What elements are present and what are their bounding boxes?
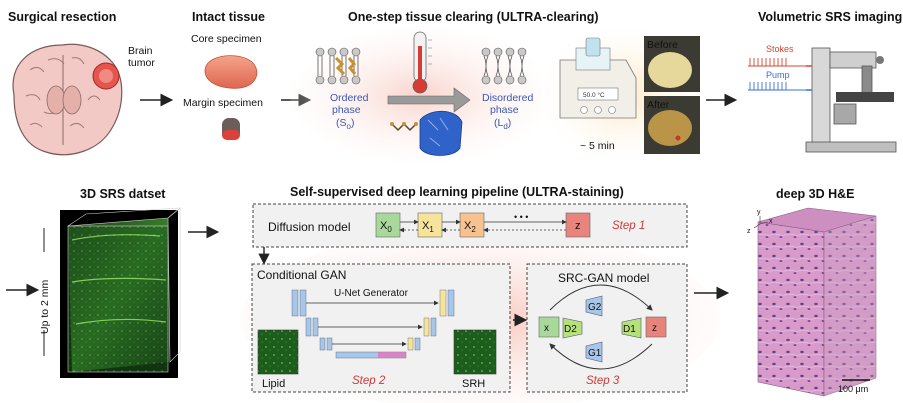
d2-label: D2 bbox=[564, 324, 577, 335]
node-z-label: z bbox=[575, 220, 581, 232]
ordered-phase-label-3: (So) bbox=[336, 117, 354, 131]
detergent-micelle bbox=[390, 110, 463, 156]
g1-label: G1 bbox=[588, 348, 602, 359]
core-specimen-image bbox=[204, 55, 258, 89]
brain-tumor-label-1: Brain bbox=[128, 45, 153, 57]
before-photo bbox=[644, 36, 700, 92]
after-photo bbox=[644, 96, 700, 154]
unet-generator-label: U-Net Generator bbox=[334, 288, 409, 299]
margin-specimen-image bbox=[222, 118, 240, 140]
disordered-phase-label-3: (Ld) bbox=[494, 117, 511, 131]
axis-x-label: x bbox=[769, 218, 773, 225]
ordered-phase-label-2: phase bbox=[332, 104, 361, 116]
ordered-phase-label-1: Ordered bbox=[330, 92, 369, 104]
he-volume-block bbox=[757, 207, 877, 397]
thermometer-icon bbox=[412, 31, 432, 94]
g2-label: G2 bbox=[588, 302, 602, 313]
disordered-phase-label-2: phase bbox=[490, 104, 519, 116]
disordered-phase-label-1: Disordered bbox=[482, 92, 534, 104]
he-title: deep 3D H&E bbox=[776, 187, 855, 201]
disordered-membrane bbox=[481, 47, 527, 85]
ordered-membrane bbox=[315, 47, 361, 85]
depth-label: Up to 2 mm bbox=[39, 279, 51, 334]
node-x0-label: X0 bbox=[380, 220, 392, 234]
one-step-clearing-title: One-step tissue clearing (ULTRA-clearing… bbox=[348, 10, 599, 24]
brain-illustration bbox=[12, 43, 123, 156]
chain-ellipsis: • • • bbox=[514, 212, 528, 222]
dataset-title: 3D SRS datset bbox=[80, 187, 166, 201]
pump-pulses bbox=[749, 82, 787, 90]
microscope-illustration bbox=[805, 47, 897, 153]
srh-image bbox=[453, 329, 497, 375]
srcgan-z-label: z bbox=[652, 323, 657, 334]
srcgan-x-label: x bbox=[544, 323, 549, 334]
pump-label: Pump bbox=[766, 70, 790, 80]
src-gan-diagram bbox=[538, 284, 667, 370]
lipid-image bbox=[257, 329, 299, 375]
core-specimen-label: Core specimen bbox=[191, 33, 262, 45]
heater-device bbox=[559, 37, 637, 119]
time-label: ~ 5 min bbox=[580, 140, 615, 152]
diffusion-chain bbox=[375, 212, 591, 238]
step1-label: Step 1 bbox=[612, 220, 645, 232]
node-x1-label: X1 bbox=[422, 220, 434, 234]
after-label: After bbox=[647, 99, 670, 111]
axis-z-label: z bbox=[747, 228, 751, 235]
lipid-label: Lipid bbox=[262, 378, 285, 390]
conditional-gan-label: Conditional GAN bbox=[257, 268, 346, 282]
margin-specimen-label: Margin specimen bbox=[183, 97, 263, 109]
node-x0 bbox=[375, 212, 401, 238]
volumetric-srs-title: Volumetric SRS imaging bbox=[758, 10, 902, 24]
brain-tumor-label-2: tumor bbox=[128, 57, 155, 69]
pipeline-title: Self-supervised deep learning pipeline (… bbox=[290, 185, 624, 199]
step3-label: Step 3 bbox=[586, 375, 620, 387]
srs-volume-block bbox=[60, 207, 181, 378]
intact-tissue-title: Intact tissue bbox=[192, 10, 265, 24]
before-label: Before bbox=[647, 39, 678, 51]
axis-indicator bbox=[753, 216, 769, 229]
surgical-resection-title: Surgical resection bbox=[8, 10, 116, 24]
node-x2 bbox=[459, 212, 485, 238]
unet-diagram bbox=[291, 289, 455, 359]
step2-label: Step 2 bbox=[352, 375, 386, 387]
stokes-pulses bbox=[749, 58, 787, 66]
heater-temperature: 50.0 °C bbox=[583, 91, 605, 99]
heating-arrow bbox=[387, 87, 471, 113]
node-x1 bbox=[417, 212, 443, 238]
src-gan-label: SRC-GAN model bbox=[558, 271, 649, 285]
srh-label: SRH bbox=[462, 378, 485, 390]
axis-y-label: y bbox=[757, 209, 761, 216]
diffusion-model-label: Diffusion model bbox=[268, 220, 351, 234]
clearing-glow bbox=[290, 27, 550, 163]
d1-label: D1 bbox=[623, 324, 636, 335]
node-x2-label: X2 bbox=[464, 220, 476, 234]
scale-bar-label: 100 μm bbox=[838, 384, 868, 394]
stokes-label: Stokes bbox=[766, 44, 794, 54]
node-z bbox=[565, 212, 591, 238]
